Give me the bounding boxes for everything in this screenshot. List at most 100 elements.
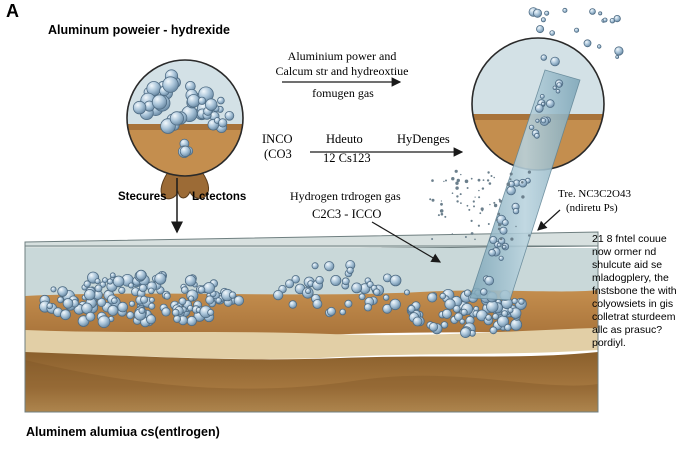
bubble — [128, 300, 136, 307]
bubble — [179, 145, 191, 157]
spray-dot — [431, 179, 434, 182]
top-title: Aluminum poweier - hydrexide — [48, 23, 230, 37]
bubble — [428, 322, 439, 332]
bubble — [562, 7, 568, 13]
bubble — [501, 219, 509, 227]
spray-dot — [444, 215, 447, 218]
bubble — [285, 279, 295, 289]
spray-dot — [478, 189, 480, 192]
spray-dot — [464, 236, 467, 238]
bubble — [485, 314, 492, 321]
bubble — [614, 46, 624, 56]
bubble — [412, 316, 423, 327]
bubble — [488, 248, 496, 257]
bubble — [496, 242, 502, 248]
bubble — [489, 326, 498, 335]
bubble — [499, 226, 508, 235]
bubble — [339, 308, 347, 316]
bubble — [171, 308, 180, 317]
inco-label-line1: INCO — [262, 132, 293, 146]
bubble — [148, 296, 155, 303]
spray-dot — [498, 223, 502, 227]
bubble — [117, 301, 128, 313]
bubble-cluster-left — [39, 269, 244, 329]
bubble — [613, 15, 621, 23]
bubble — [181, 286, 189, 294]
spray-dot — [495, 218, 498, 221]
spray-dot — [474, 196, 476, 198]
side-note-line: 21 8 fntel couue — [592, 233, 667, 245]
bubble — [344, 299, 353, 308]
spray-dot — [489, 203, 491, 206]
bubble — [57, 286, 68, 297]
bubble — [363, 303, 373, 312]
bubble — [615, 55, 620, 59]
side-note-line: pordiyl. — [592, 337, 626, 349]
bubble — [50, 286, 57, 293]
bubble — [597, 44, 602, 49]
bubble — [544, 10, 550, 16]
spray-dot — [455, 181, 459, 185]
bubble — [439, 292, 447, 300]
side-note-line: shulcute aid se — [592, 259, 662, 271]
spray-dot — [455, 186, 459, 190]
spray-dot — [479, 212, 482, 215]
bubble — [511, 297, 518, 305]
bubble — [203, 282, 215, 294]
bubble — [459, 318, 466, 325]
bubble — [556, 82, 562, 88]
side-note-line: colletrat sturdeem — [592, 311, 676, 323]
spray-dot — [468, 208, 471, 211]
bubble — [440, 321, 449, 329]
bubble — [341, 277, 350, 286]
bubble — [536, 25, 545, 34]
spray-dot — [487, 223, 490, 225]
spray-dot — [474, 238, 476, 241]
spray-dot — [473, 205, 475, 208]
bubble — [486, 300, 499, 313]
bubble — [151, 94, 168, 110]
arrow1-label-line2: Calcum str and hydreoxtiue — [276, 64, 409, 78]
spray-dot — [477, 178, 481, 182]
bubble — [498, 255, 504, 261]
bubble — [148, 302, 156, 310]
bubble — [460, 327, 471, 339]
bubble — [162, 76, 179, 93]
spray-dot — [470, 219, 473, 222]
panel-letter: A — [6, 1, 19, 21]
bubble — [163, 292, 171, 300]
spray-dot — [481, 187, 485, 190]
bubble — [510, 318, 523, 331]
spray-dot — [459, 193, 462, 196]
pointer-arrow-icon — [537, 209, 561, 231]
arrow1-label-line1: Aluminium power and — [288, 49, 397, 63]
bubble — [552, 85, 557, 90]
bubble — [330, 274, 342, 286]
spray-dot — [470, 177, 473, 180]
bubble — [215, 297, 222, 304]
bubble — [460, 308, 468, 316]
spray-dot — [509, 178, 512, 181]
bubble — [126, 311, 135, 320]
spray-dot — [477, 224, 480, 227]
bubble — [535, 118, 540, 123]
bubble — [346, 266, 354, 274]
bubble — [534, 132, 540, 139]
bubble — [589, 8, 596, 15]
bubble — [228, 291, 237, 299]
bubble — [373, 288, 381, 296]
bubble — [140, 295, 149, 304]
spray-dot — [486, 179, 490, 182]
spray-dot — [437, 214, 440, 217]
spray-dot — [470, 232, 474, 235]
bubble — [555, 88, 561, 94]
left-sphere-label-right: Lctectons — [192, 191, 246, 203]
spray-dot — [515, 225, 517, 228]
spray-dot — [440, 200, 442, 202]
bubble — [427, 292, 438, 303]
bubble — [358, 293, 366, 301]
bubble — [389, 274, 402, 287]
inco-label-line2: (CO3 — [264, 147, 292, 161]
bubble — [512, 207, 520, 215]
left-sphere-label-left: Stecures — [118, 191, 167, 203]
